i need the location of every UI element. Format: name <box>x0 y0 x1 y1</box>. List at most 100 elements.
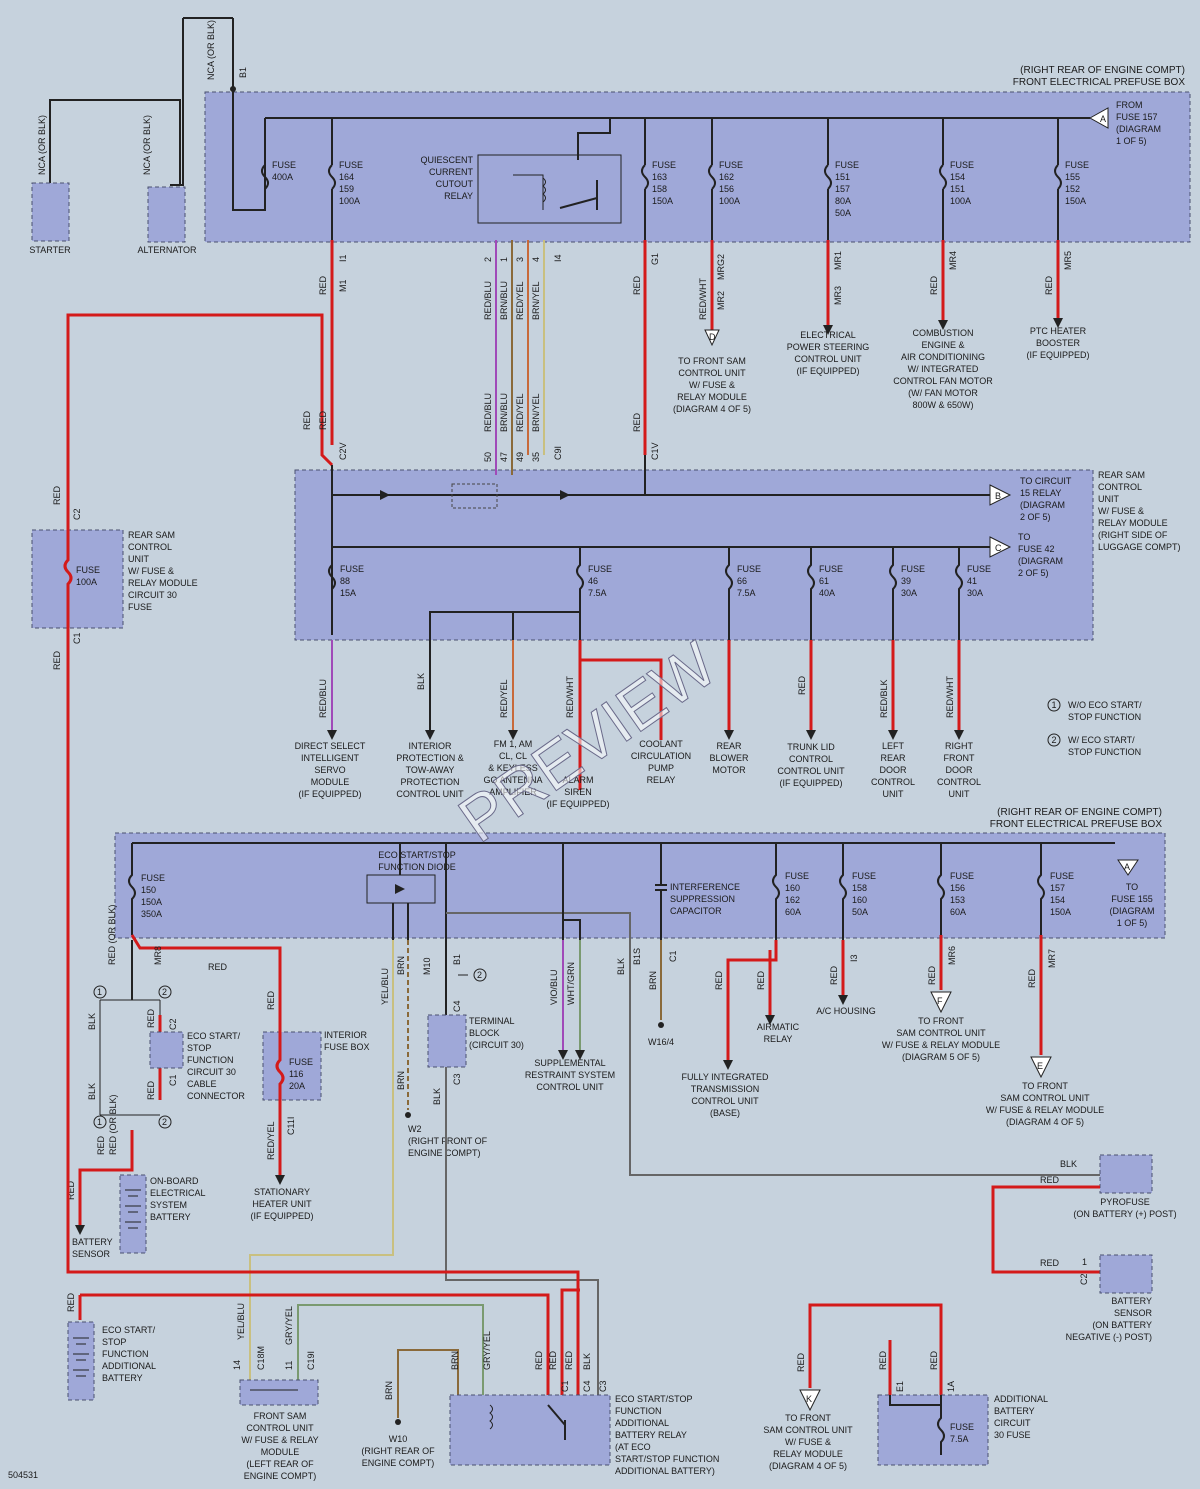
svg-text:RED/BLU: RED/BLU <box>483 393 493 432</box>
svg-text:BLK: BLK <box>87 1013 97 1030</box>
svg-text:15A: 15A <box>340 588 356 598</box>
svg-text:VIO/BLU: VIO/BLU <box>549 969 559 1005</box>
srs-label: SUPPLEMENTAL RESTRAINT SYSTEM CONTROL UN… <box>525 1058 615 1092</box>
svg-text:AMPLIFIER: AMPLIFIER <box>489 787 537 797</box>
svg-text:FUSE: FUSE <box>1065 160 1089 170</box>
svg-text:W10: W10 <box>389 1434 408 1444</box>
ac-housing-label: A/C HOUSING <box>816 1006 876 1016</box>
svg-text:(DIAGRAM: (DIAGRAM <box>1110 906 1155 916</box>
rear-out-dsis: DIRECT SELECT INTELLIGENT SERVO MODULE (… <box>295 741 366 799</box>
svg-text:RED: RED <box>927 965 937 985</box>
svg-text:(DIAGRAM 4 OF 5): (DIAGRAM 4 OF 5) <box>673 404 751 414</box>
svg-text:BATTERY: BATTERY <box>994 1406 1035 1416</box>
svg-text:C1: C1 <box>668 950 678 962</box>
svg-text:BLK: BLK <box>416 673 426 690</box>
svg-text:E: E <box>1037 1061 1043 1071</box>
svg-text:STATIONARY: STATIONARY <box>254 1187 310 1197</box>
svg-text:RED: RED <box>1027 968 1037 988</box>
svg-text:FUSE: FUSE <box>835 160 859 170</box>
svg-text:HEATER UNIT: HEATER UNIT <box>252 1199 312 1209</box>
svg-text:TO CIRCUIT: TO CIRCUIT <box>1020 476 1072 486</box>
svg-text:116: 116 <box>289 1069 303 1079</box>
svg-text:BOOSTER: BOOSTER <box>1036 338 1081 348</box>
svg-text:A: A <box>1124 862 1130 872</box>
quiescent-relay <box>477 154 622 224</box>
relay-l3: CUTOUT <box>436 179 474 189</box>
lower-box-label-2: FRONT ELECTRICAL PREFUSE BOX <box>990 819 1163 830</box>
svg-text:PTC HEATER: PTC HEATER <box>1030 326 1087 336</box>
front-sam-label: FRONT SAM CONTROL UNIT W/ FUSE & RELAY M… <box>241 1411 318 1481</box>
svg-text:B: B <box>995 491 1001 501</box>
svg-text:RED/WHT: RED/WHT <box>945 676 955 718</box>
w10-label: W10 (RIGHT REAR OF ENGINE COMPT) <box>361 1434 435 1468</box>
svg-text:30A: 30A <box>901 588 917 598</box>
top-fuse-154: FUSE 154 151 100A <box>939 118 974 240</box>
svg-text:SERVO: SERVO <box>314 765 345 775</box>
svg-text:BRN: BRN <box>450 1351 460 1370</box>
svg-text:(RIGHT FRONT OF: (RIGHT FRONT OF <box>408 1136 488 1146</box>
svg-text:CIRCUIT 30: CIRCUIT 30 <box>187 1067 236 1077</box>
svg-text:TO FRONT: TO FRONT <box>918 1016 964 1026</box>
svg-text:(LEFT REAR OF: (LEFT REAR OF <box>246 1459 314 1469</box>
svg-text:MRG2: MRG2 <box>716 254 726 280</box>
svg-text:150A: 150A <box>1065 196 1086 206</box>
svg-text:CONTROL UNIT: CONTROL UNIT <box>678 368 746 378</box>
svg-text:ADDITIONAL: ADDITIONAL <box>102 1361 156 1371</box>
svg-text:1: 1 <box>97 987 102 997</box>
svg-text:CONNECTOR: CONNECTOR <box>187 1091 245 1101</box>
svg-text:MR5: MR5 <box>1063 251 1073 270</box>
svg-text:RIGHT: RIGHT <box>945 741 974 751</box>
svg-text:47: 47 <box>499 452 509 462</box>
svg-text:CONTROL: CONTROL <box>871 777 915 787</box>
svg-text:1A: 1A <box>946 1381 956 1392</box>
svg-text:(IF EQUIPPED): (IF EQUIPPED) <box>779 778 842 788</box>
svg-text:RED/BLU: RED/BLU <box>483 281 493 320</box>
svg-text:INTELLIGENT: INTELLIGENT <box>301 753 360 763</box>
svg-text:ALARM: ALARM <box>562 775 593 785</box>
svg-text:350A: 350A <box>141 909 162 919</box>
svg-text:BLK: BLK <box>87 1083 97 1100</box>
svg-text:I4: I4 <box>553 254 563 262</box>
relay-l1: QUIESCENT <box>420 155 473 165</box>
svg-text:B1S: B1S <box>632 948 642 965</box>
svg-text:FUSE: FUSE <box>852 871 876 881</box>
rear-out-interior-protection: INTERIOR PROTECTION & TOW-AWAY PROTECTIO… <box>396 741 464 799</box>
starter-label: STARTER <box>29 245 71 255</box>
svg-text:CAPACITOR: CAPACITOR <box>670 906 722 916</box>
svg-text:M10: M10 <box>422 957 432 975</box>
svg-text:163: 163 <box>652 172 667 182</box>
svg-text:W/ FUSE &: W/ FUSE & <box>785 1437 831 1447</box>
svg-text:2: 2 <box>162 1117 167 1127</box>
svg-text:DOOR: DOOR <box>946 765 974 775</box>
svg-text:C9I: C9I <box>553 446 563 460</box>
onboard-battery <box>119 1174 147 1254</box>
svg-text:BLK: BLK <box>432 1088 442 1105</box>
svg-text:NEGATIVE (-) POST): NEGATIVE (-) POST) <box>1066 1332 1152 1342</box>
svg-text:SAM CONTROL UNIT: SAM CONTROL UNIT <box>896 1028 986 1038</box>
svg-text:W/ FUSE &: W/ FUSE & <box>128 566 174 576</box>
svg-text:14: 14 <box>232 1360 242 1370</box>
rear-fuse-46: FUSE 46 7.5A <box>576 547 612 640</box>
svg-text:400A: 400A <box>272 172 293 182</box>
svg-text:C2V: C2V <box>338 442 348 460</box>
svg-text:RELAY MODULE: RELAY MODULE <box>677 392 747 402</box>
svg-text:FRONT: FRONT <box>944 753 975 763</box>
rear-fuse-61: FUSE 61 40A <box>807 547 843 640</box>
svg-text:E1: E1 <box>895 1381 905 1392</box>
svg-text:I1: I1 <box>338 254 348 262</box>
svg-text:ELECTRICAL: ELECTRICAL <box>800 330 856 340</box>
svg-text:1: 1 <box>97 1117 102 1127</box>
onboard-label: ON-BOARD ELECTRICAL SYSTEM BATTERY <box>150 1176 206 1222</box>
svg-text:100A: 100A <box>719 196 740 206</box>
svg-text:35: 35 <box>531 452 541 462</box>
svg-text:C2: C2 <box>1079 1273 1089 1285</box>
f-front-label: TO FRONT SAM CONTROL UNIT W/ FUSE & RELA… <box>882 1016 1000 1062</box>
svg-text:155: 155 <box>1065 172 1080 182</box>
lower-fuse-156: FUSE 156 153 60A <box>937 843 974 935</box>
svg-text:(DIAGRAM 4 OF 5): (DIAGRAM 4 OF 5) <box>769 1461 847 1471</box>
svg-text:DOOR: DOOR <box>880 765 908 775</box>
rear-out-blower: REAR BLOWER MOTOR <box>709 741 749 775</box>
svg-text:CIRCULATION: CIRCULATION <box>631 751 691 761</box>
svg-text:1: 1 <box>499 257 509 262</box>
lower-fuse-158: FUSE 158 160 50A <box>839 843 876 995</box>
